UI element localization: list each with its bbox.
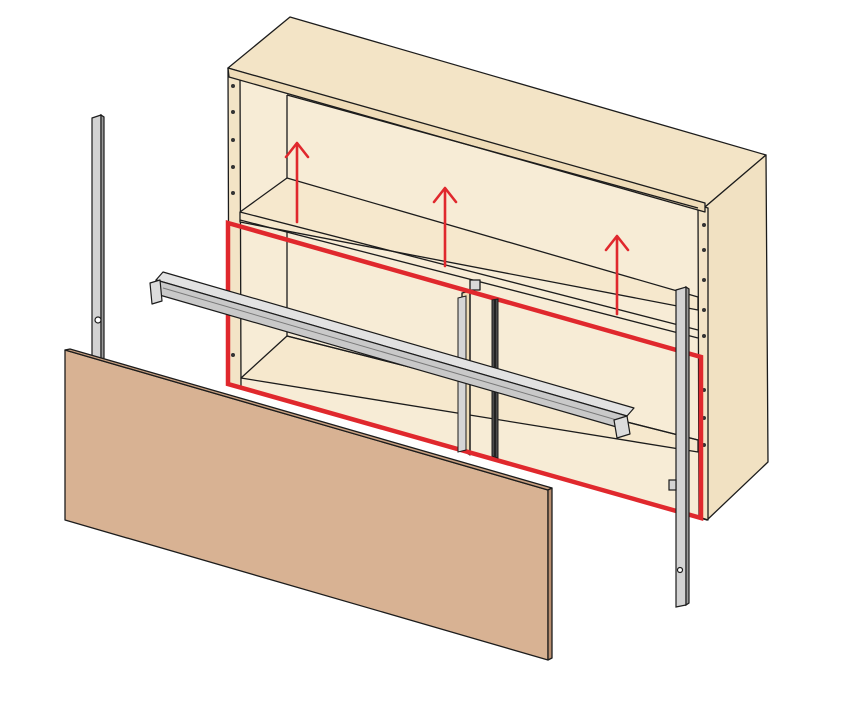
shelf-upper-front	[239, 211, 699, 331]
divider-bracket	[469, 279, 481, 291]
cabinet-top-edge	[227, 67, 706, 213]
up-arrow-icon	[604, 234, 630, 316]
horizontal-rail	[149, 271, 635, 439]
up-arrow-icon	[284, 141, 310, 224]
front-panel	[64, 348, 553, 661]
arrow-group	[284, 141, 630, 316]
left-vertical-profile	[91, 113, 105, 363]
inner-top-back-edge	[286, 94, 699, 209]
up-arrow-icon	[432, 186, 458, 268]
cabinet-right-side	[704, 154, 769, 521]
center-vertical-profile	[457, 295, 499, 459]
rail-end-left	[149, 279, 163, 305]
front-panel-side-edge	[547, 487, 553, 661]
rail-end-right	[613, 415, 631, 439]
highlight-frame	[225, 220, 704, 521]
shelf-upper-front-b	[239, 219, 699, 339]
right-vertical-profile	[668, 285, 690, 608]
